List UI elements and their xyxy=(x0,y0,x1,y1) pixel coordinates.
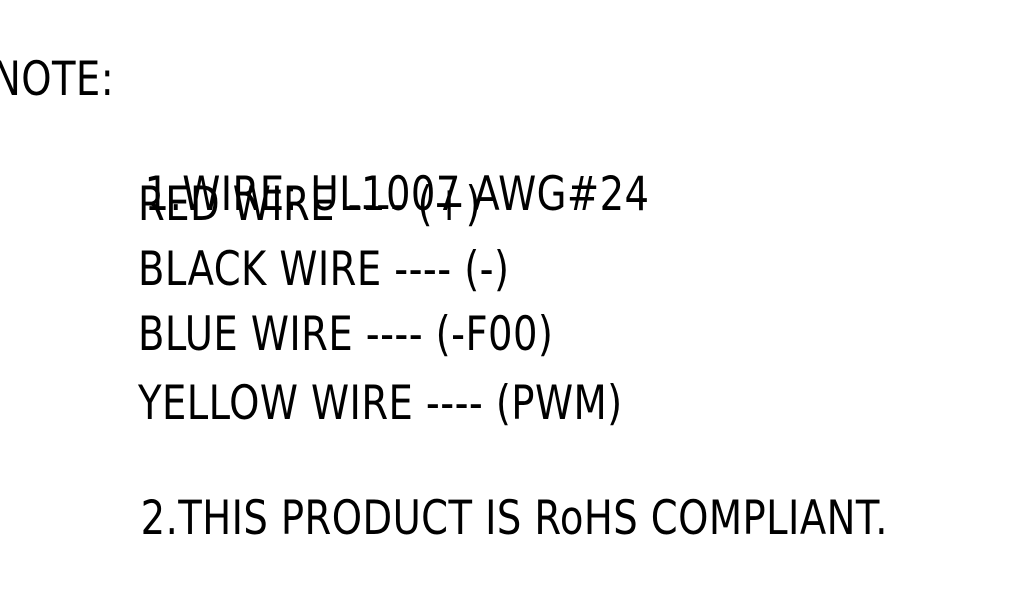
wire-blue-line: BLUE WIRE ---- (-F00) xyxy=(138,307,554,362)
wire-black-line: BLACK WIRE ---- (-) xyxy=(138,242,510,297)
note-block: NOTE: 1.WIRE: UL1007 AWG#24 RED WIRE ---… xyxy=(0,52,887,542)
note-item-2-text: THIS PRODUCT IS RoHS COMPLIANT. xyxy=(178,491,888,546)
note-item-1-number: 1. xyxy=(144,167,183,222)
note-item-1: 1.WIRE: UL1007 AWG#24 xyxy=(94,124,649,265)
note-title: NOTE: xyxy=(0,52,115,107)
note-item-1-text: WIRE: UL1007 AWG#24 xyxy=(182,167,650,222)
wire-red-line: RED WIRE ---- (+) xyxy=(138,177,482,232)
note-item-2: 2.THIS PRODUCT IS RoHS COMPLIANT. xyxy=(90,448,888,589)
wire-yellow-line: YELLOW WIRE ---- (PWM) xyxy=(138,376,623,431)
note-item-2-number: 2. xyxy=(140,491,179,546)
